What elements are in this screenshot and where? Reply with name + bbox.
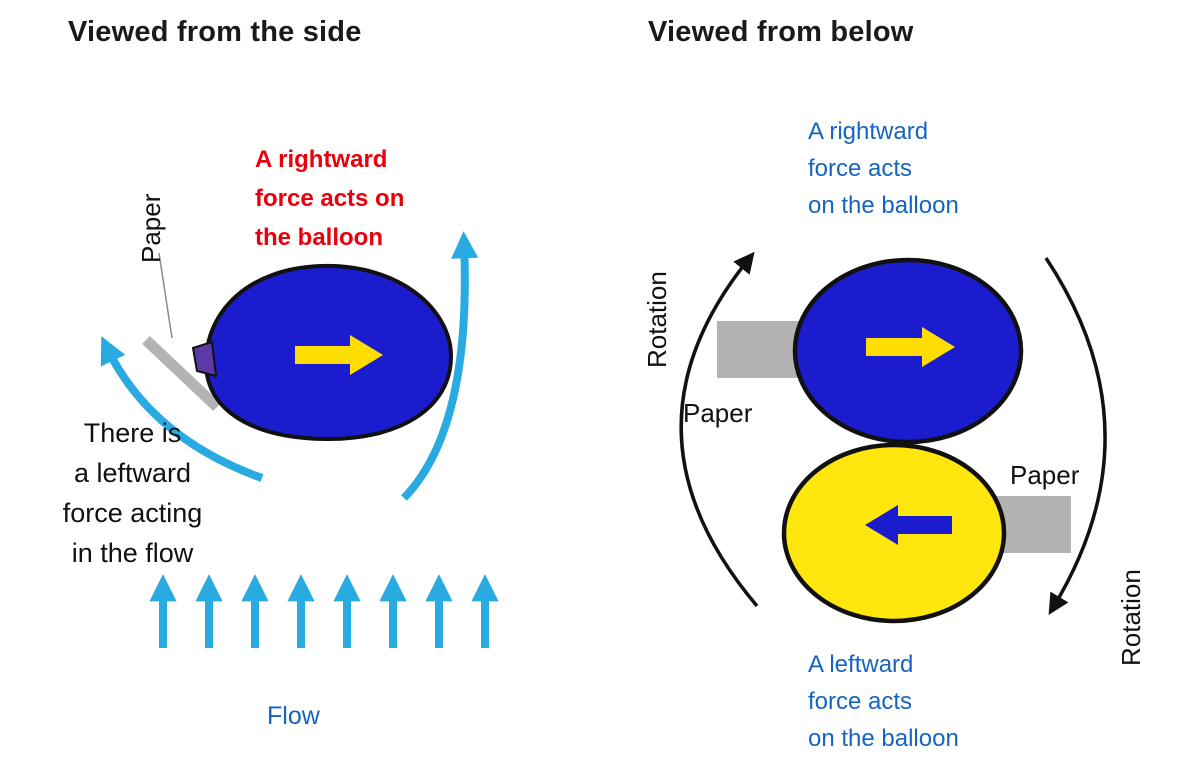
rotation-label-right: Rotation xyxy=(1116,569,1146,666)
bottom-blue-note-line: on the balloon xyxy=(808,725,959,752)
bottom-blue-note: A leftward force acts on the balloon xyxy=(808,646,959,757)
rightward-force-arrow-icon xyxy=(295,335,383,375)
left-panel-title: Viewed from the side xyxy=(68,16,362,48)
leftward-force-note: There is a leftward force acting in the … xyxy=(30,413,235,573)
red-force-note-line: force acts on xyxy=(255,185,405,212)
top-blue-note: A rightward force acts on the balloon xyxy=(808,113,959,224)
top-blue-note-line: A rightward xyxy=(808,118,929,145)
paper-label-right: Paper xyxy=(1010,460,1080,490)
rightward-force-arrow-icon xyxy=(866,327,955,367)
bottom-blue-note-line: A leftward xyxy=(808,651,914,678)
leftward-force-note-line: There is xyxy=(83,418,182,448)
paper-strip xyxy=(142,335,221,412)
top-blue-note-line: force acts xyxy=(808,155,913,182)
flow-label: Flow xyxy=(267,702,320,730)
rotation-arc-right xyxy=(1044,257,1107,615)
rotation-arc-left xyxy=(679,251,759,608)
leftward-force-note-line: a leftward xyxy=(73,458,192,488)
deflected-flow-arrow-right xyxy=(401,231,479,501)
balloon-knot xyxy=(191,340,218,378)
flow-arrows xyxy=(149,574,499,648)
leftward-force-note-line: in the flow xyxy=(71,538,194,568)
leftward-force-note-line: force acting xyxy=(62,498,203,528)
paper-label-left: Paper xyxy=(683,398,753,428)
paper-leader-line xyxy=(158,252,173,339)
leftward-force-arrow-icon xyxy=(865,505,952,545)
bottom-blue-note-line: force acts xyxy=(808,688,913,715)
red-force-note-line: the balloon xyxy=(255,224,383,251)
top-blue-note-line: on the balloon xyxy=(808,192,959,219)
deflected-flow-arrow-left xyxy=(100,336,264,482)
red-force-note: A rightward force acts on the balloon xyxy=(255,140,404,257)
red-force-note-line: A rightward xyxy=(255,146,388,173)
rotation-label-left: Rotation xyxy=(642,271,672,368)
paper-label-side: Paper xyxy=(136,193,166,263)
right-panel-title: Viewed from below xyxy=(648,16,914,48)
